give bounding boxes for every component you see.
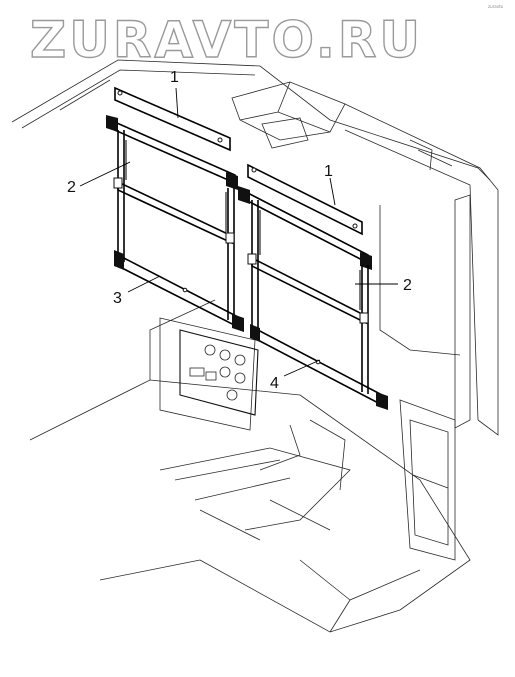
callout-label: 1 bbox=[170, 69, 179, 86]
gauge-icon bbox=[204, 344, 216, 356]
callout-label: 2 bbox=[67, 179, 76, 196]
callout-3: 3 bbox=[113, 275, 161, 307]
callout-label: 2 bbox=[403, 277, 412, 294]
callout-2-left: 2 bbox=[67, 161, 131, 196]
instrument-panel bbox=[179, 329, 259, 416]
part-2-left-frame bbox=[106, 115, 238, 322]
callout-2-right: 2 bbox=[355, 277, 412, 294]
gauge-icon bbox=[219, 349, 231, 361]
part-3-left-bottom-strip bbox=[114, 250, 244, 332]
part-2-right-frame bbox=[238, 186, 372, 394]
callout-label: 1 bbox=[324, 163, 333, 180]
gauge-icon bbox=[226, 389, 238, 401]
gauge-icon bbox=[234, 354, 246, 366]
corner-mark: zuravto bbox=[488, 4, 504, 9]
callout-label: 3 bbox=[113, 290, 122, 307]
part-1-right-strip bbox=[247, 163, 363, 236]
watermark-text: ZURAVTO.RU bbox=[30, 11, 423, 69]
callout-label: 4 bbox=[270, 375, 279, 392]
cab-structure bbox=[11, 59, 499, 633]
callout-1-right: 1 bbox=[324, 163, 336, 206]
part-4-right-bottom-strip bbox=[250, 324, 388, 410]
callout-4: 4 bbox=[270, 359, 321, 392]
switch-icon bbox=[205, 371, 217, 381]
switch-icon bbox=[189, 367, 205, 377]
gauge-icon bbox=[219, 366, 231, 378]
part-1-left-strip bbox=[114, 86, 231, 152]
callout-1-left: 1 bbox=[170, 69, 179, 119]
gauge-icon bbox=[234, 372, 246, 384]
